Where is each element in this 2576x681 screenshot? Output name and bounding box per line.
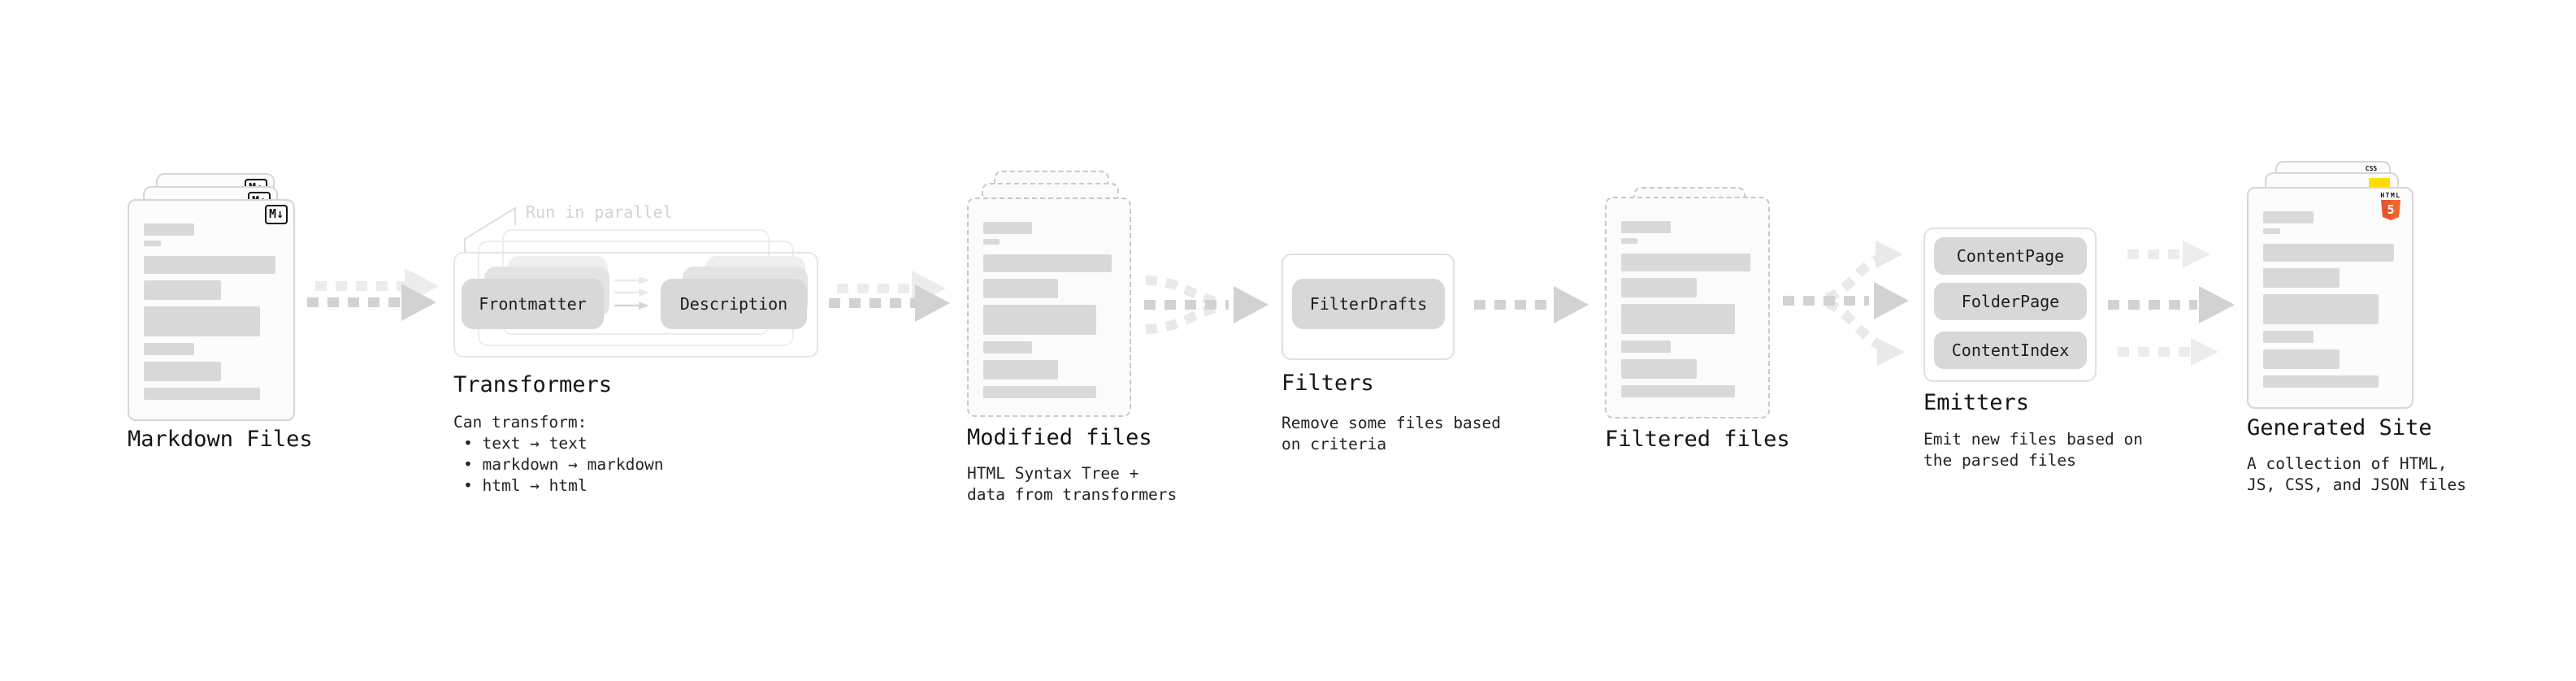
pill-filterdrafts: FilterDrafts: [1292, 279, 1445, 329]
markdown-icon: M↓: [264, 205, 288, 224]
document-placeholder-lines: [969, 199, 1130, 398]
pill-description: Description: [661, 279, 807, 329]
transformers-desc-heading: Can transform:: [453, 413, 588, 432]
arrow-filtered-to-emitters: [1783, 241, 1909, 366]
transformers-box-front: [453, 252, 818, 358]
arrow-filters-to-filtered: [1474, 286, 1589, 323]
frontmatter-to-description-arrows: [614, 276, 649, 310]
pill-contentpage: ContentPage: [1934, 237, 2087, 275]
generated-site-desc-2: JS, CSS, and JSON files: [2247, 475, 2467, 494]
emitters-title: Emitters: [1923, 390, 2030, 415]
markdown-file-page-front: M↓: [128, 199, 295, 421]
transformers-title: Transformers: [453, 372, 613, 397]
arrow-emitters-to-generated: [2108, 241, 2235, 366]
svg-text:5: 5: [2387, 202, 2394, 217]
generated-site-title: Generated Site: [2247, 415, 2432, 440]
filtered-files-title: Filtered files: [1605, 427, 1790, 452]
filtered-file-page-front: [1605, 197, 1770, 419]
generated-html-page: HTML 5: [2247, 187, 2413, 409]
html5-icon: HTML 5: [2377, 193, 2405, 222]
emitters-desc-1: Emit new files based on: [1923, 430, 2144, 449]
modified-files-desc-1: HTML Syntax Tree +: [967, 464, 1139, 483]
filters-title: Filters: [1281, 371, 1374, 396]
mini-arrow-icon: [614, 276, 649, 310]
transformers-bullet-3: • html → html: [463, 476, 588, 495]
document-placeholder-lines: [129, 201, 293, 400]
transformers-bullet-2: • markdown → markdown: [463, 455, 664, 474]
modified-files-desc-2: data from transformers: [967, 485, 1177, 504]
markdown-files-title: Markdown Files: [128, 427, 313, 452]
pill-frontmatter: Frontmatter: [462, 279, 604, 329]
filters-desc-1: Remove some files based: [1281, 414, 1502, 432]
run-in-parallel-annotation: Run in parallel: [526, 202, 673, 222]
filters-desc-2: on criteria: [1281, 435, 1387, 453]
run-in-parallel-callout-line: [464, 206, 516, 254]
modified-files-title: Modified files: [967, 425, 1152, 450]
generated-site-desc-1: A collection of HTML,: [2247, 454, 2448, 473]
pill-contentindex: ContentIndex: [1934, 332, 2087, 369]
modified-file-page-front: [967, 197, 1131, 417]
emitters-desc-2: the parsed files: [1923, 451, 2076, 470]
document-placeholder-lines: [1607, 198, 1768, 397]
transformers-bullet-1: • text → text: [463, 434, 588, 453]
pill-folderpage: FolderPage: [1934, 283, 2087, 320]
arrow-transformers-to-modified: [829, 271, 950, 322]
arrow-modified-to-filters: [1144, 275, 1268, 334]
document-placeholder-lines: [2249, 189, 2412, 388]
arrow-markdown-to-transformers: [307, 268, 439, 321]
